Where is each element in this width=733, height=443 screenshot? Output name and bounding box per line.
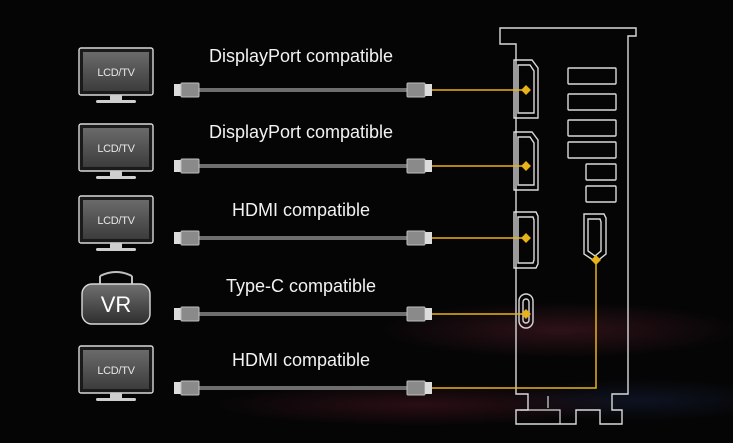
cable-icon [174,230,432,246]
graphics-card-bracket-icon [499,27,637,425]
cable-plug-tip-right [425,160,432,172]
hdmi-port-1 [513,211,539,269]
monitor-base [96,398,136,401]
displayport-port-1 [513,59,539,119]
connection-label: DisplayPort compatible [209,122,393,142]
cable-plug-tip-left [174,232,181,244]
cable-plug-right [406,158,426,174]
connection-row: LCD/TV DisplayPort compatible [78,46,432,103]
cable-plug-left [180,158,200,174]
connection-label: HDMI compatible [232,350,370,370]
cable-plug-tip-right [425,232,432,244]
hdmi-port-2 [583,213,607,263]
connector-dot [521,233,531,243]
vent-slot [567,119,617,137]
cable-icon [174,380,432,396]
connection-label: HDMI compatible [232,200,370,220]
cable-plug-right [406,82,426,98]
cable-plug-tip-left [174,308,181,320]
device-label: LCD/TV [97,143,135,155]
monitor-base [96,176,136,179]
device-label: VR [101,292,132,317]
connection-row: LCD/TV HDMI compatible [78,195,432,251]
connection-label: Type-C compatible [226,276,376,296]
cable-plug-tip-right [425,382,432,394]
bracket-outline [499,27,637,425]
hdmi-port-1-inner [517,216,535,264]
hdmi-port-2-inner [587,218,602,257]
cable-plug-right [406,380,426,396]
connection-row: LCD/TV HDMI compatible [78,345,432,401]
cable-icon [174,82,432,98]
vent-slot [585,185,617,203]
bracket-tabs [520,396,561,424]
displayport-port-1-inner [517,64,535,114]
vent-slot [567,67,617,85]
cable-plug-tip-left [174,160,181,172]
usb-type-c-port [518,293,534,329]
connector-lines [432,85,601,389]
monitor-neck [110,95,122,100]
vr-headset-icon: VR [81,271,151,325]
vr-body [81,283,151,325]
connector-dot [521,85,531,95]
monitor-icon: LCD/TV [78,123,154,179]
cable-plug-tip-left [174,382,181,394]
monitor-icon: LCD/TV [78,345,154,401]
device-label: LCD/TV [97,215,135,227]
monitor-neck [110,243,122,248]
device-label: LCD/TV [97,365,135,377]
cable-plug-tip-right [425,308,432,320]
device-label: LCD/TV [97,67,135,79]
monitor-screen [83,52,149,91]
monitor-neck [110,171,122,176]
vent-slot [567,141,617,159]
cable-plug-left [180,306,200,322]
connection-row: VR Type-C compatible [81,271,432,325]
cable-plug-left [180,380,200,396]
cable-icon [174,306,432,322]
cable-plug-right [406,230,426,246]
monitor-icon: LCD/TV [78,47,154,103]
cable-icon [174,158,432,174]
displayport-port-2-inner [517,136,535,186]
cable-plug-right [406,306,426,322]
vent-slot [567,93,617,111]
vr-strap [99,271,133,284]
connector-dot [521,309,531,319]
monitor-screen [83,128,149,167]
usb-type-c-port-inner [522,298,530,324]
cable-plug-tip-left [174,84,181,96]
connection-label: DisplayPort compatible [209,46,393,66]
connector-line [432,260,597,389]
vent-slot [585,163,617,181]
cable-plug-left [180,230,200,246]
monitor-screen [83,350,149,389]
cable-plug-left [180,82,200,98]
connection-row: LCD/TV DisplayPort compatible [78,122,432,179]
monitor-icon: LCD/TV [78,195,154,251]
displayport-port-2 [513,131,539,191]
connector-dot [521,161,531,171]
monitor-neck [110,393,122,398]
monitor-screen [83,200,149,239]
monitor-base [96,100,136,103]
cable-plug-tip-right [425,84,432,96]
connector-dot [591,255,601,265]
monitor-base [96,248,136,251]
